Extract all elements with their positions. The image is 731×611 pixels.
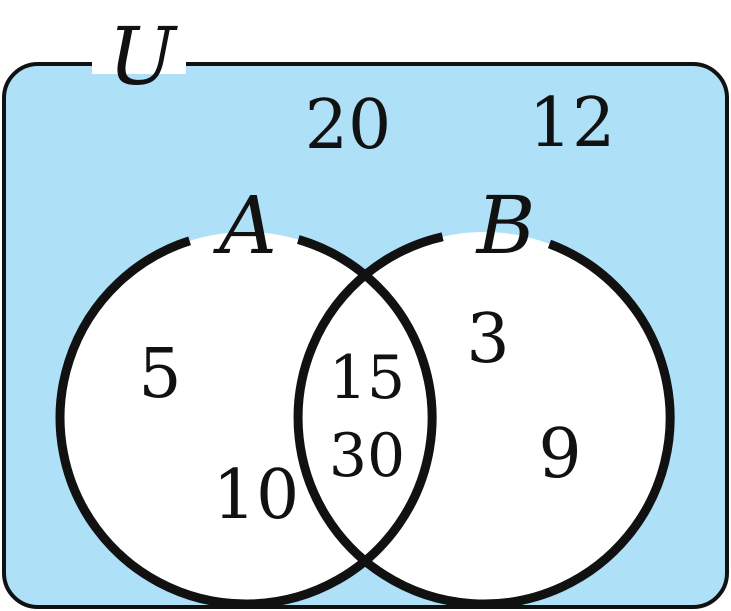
b-only-value-2: 9 (538, 415, 581, 494)
set-b-outline (293, 232, 675, 609)
set-b-label: B (475, 179, 536, 272)
universe-label: U (108, 10, 178, 103)
universe-label-gap (92, 56, 186, 74)
intersection-value-1: 15 (329, 343, 405, 413)
b-only-value-1: 3 (466, 300, 509, 379)
outside-value-right: 12 (529, 84, 616, 163)
set-a-outline (55, 235, 437, 609)
intersection-value-2: 30 (329, 421, 405, 491)
outside-value-left: 20 (305, 86, 392, 165)
a-only-value-1: 5 (138, 335, 181, 414)
set-b-fill (298, 232, 670, 604)
a-only-value-2: 10 (213, 456, 300, 535)
set-a-label: A (212, 179, 277, 272)
